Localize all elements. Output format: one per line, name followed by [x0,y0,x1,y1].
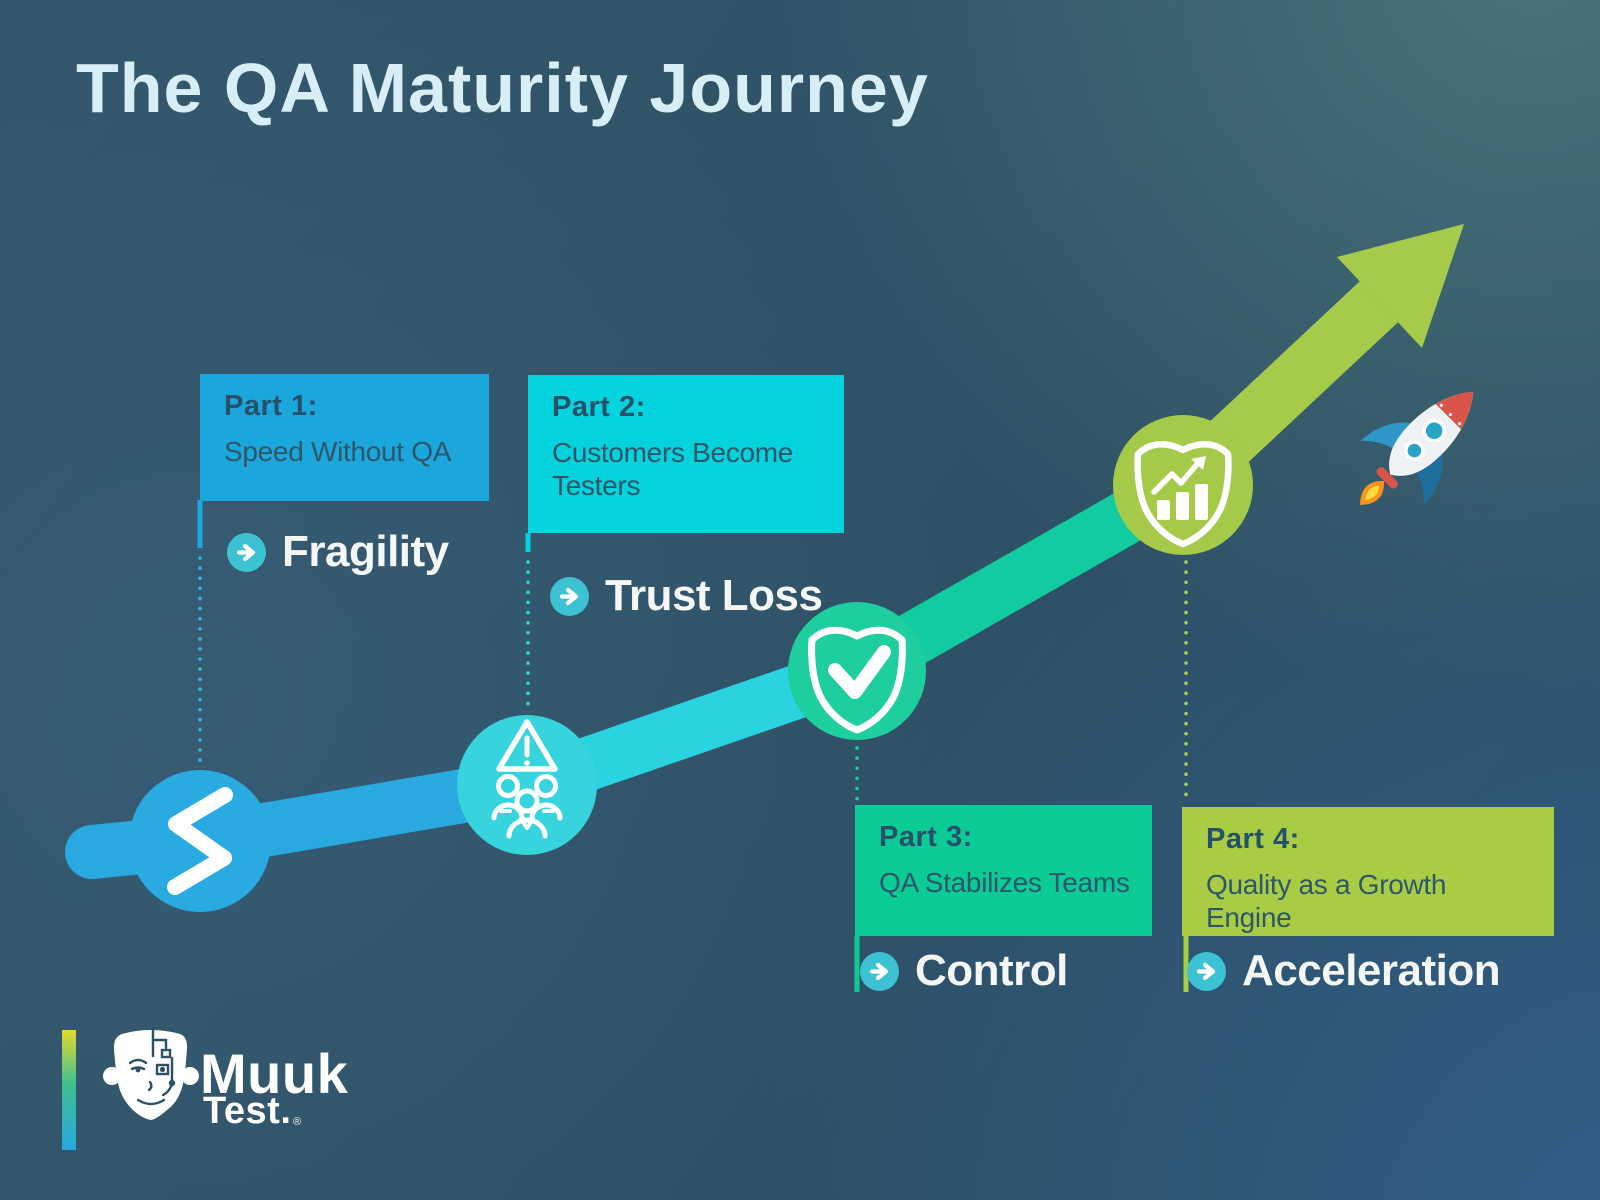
stage-box-part-3: Part 3: QA Stabilizes Teams [855,805,1152,936]
stage-box-part-2: Part 2: Customers Become Testers [528,375,844,533]
shield-check-icon [808,626,906,734]
rocket-icon [1359,391,1474,506]
part-label: Part 4: [1206,823,1300,855]
stage-node-2 [457,715,597,855]
arrow-chip [550,576,589,616]
right-arrow-icon [559,587,579,605]
stage-node-4 [1113,415,1253,555]
outcome-label-1: Fragility [227,527,449,577]
logo-gradient-bar [62,1030,76,1150]
outcome-label-3: Control [860,946,1068,996]
arrow-chip [860,951,899,991]
arrow-chip [1187,951,1226,991]
brand-name-muuk: Muuk [200,1042,349,1105]
lightning-icon [167,787,233,895]
growth-arrowhead-icon [1337,224,1464,348]
stage-subtitle: QA Stabilizes Teams [879,867,1130,898]
outcome-label-2: Trust Loss [550,571,823,621]
shield-growth-icon [1134,440,1232,548]
stage-box-part-4: Part 4: Quality as a Growth Engine [1182,807,1554,936]
registered-mark: ® [293,1116,302,1128]
team-warning-icon [491,719,563,839]
outcome-text: Trust Loss [605,571,823,620]
stage-node-3 [788,602,926,740]
stage-box-part-1: Part 1: Speed Without QA [200,374,489,501]
stage-subtitle: Customers Become Testers [552,437,794,502]
brand-name-test: Test. [203,1090,292,1132]
muuk-face-icon [103,1026,199,1120]
outcome-text: Acceleration [1242,946,1501,995]
stage-subtitle: Speed Without QA [224,436,452,467]
outcome-text: Control [915,946,1068,995]
outcome-text: Fragility [282,527,449,576]
arrow-chip [227,532,266,572]
part-label: Part 1: [224,390,318,422]
page-title: The QA Maturity Journey [76,49,929,127]
part-label: Part 3: [879,821,973,853]
right-arrow-icon [869,962,889,980]
stage-subtitle: Quality as a Growth Engine [1206,869,1447,934]
right-arrow-icon [1196,962,1216,980]
part-label: Part 2: [552,391,646,423]
right-arrow-icon [236,543,256,561]
outcome-label-4: Acceleration [1187,946,1501,996]
